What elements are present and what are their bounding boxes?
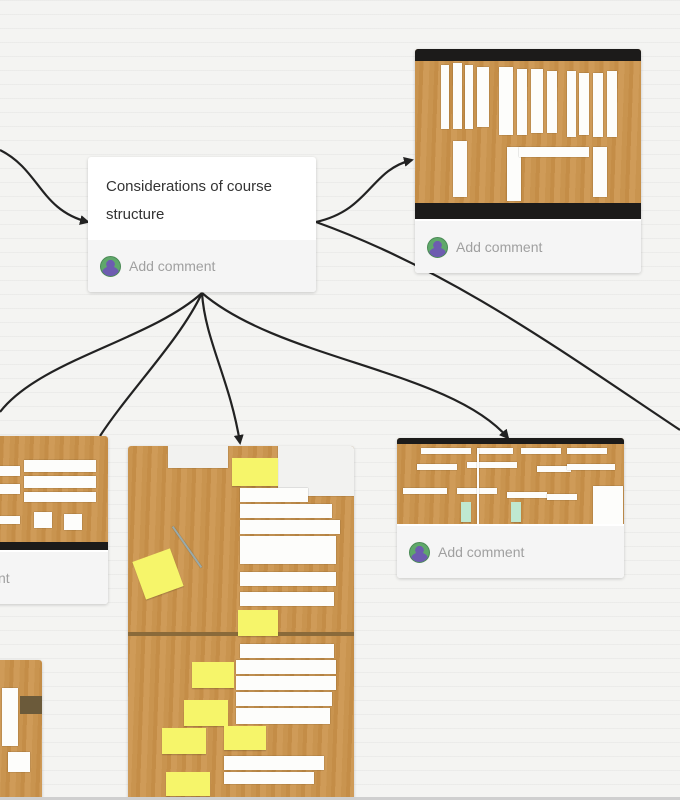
photo-table-strips (415, 49, 641, 219)
photo-table-left (0, 436, 108, 550)
card-title: Considerations of course structure (106, 178, 272, 223)
connector-from-left (0, 149, 90, 225)
connector-to-top-right (315, 156, 414, 224)
bottom-edge-bar (0, 797, 680, 800)
card-photo-wide[interactable]: Add comment (397, 438, 624, 578)
connector-down-left-2 (99, 292, 203, 437)
user-avatar-icon (409, 541, 430, 563)
connector-to-far-right (315, 220, 680, 431)
card-photo-left[interactable]: nt (0, 436, 108, 604)
connector-down-left-1 (0, 292, 203, 413)
add-comment-field[interactable]: nt (0, 552, 108, 604)
card-photo-strips-top[interactable]: Add comment (415, 49, 641, 273)
add-comment-label: Add comment (438, 544, 525, 560)
add-comment-label: Add comment (129, 258, 216, 274)
photo-table-wide (397, 438, 624, 524)
add-comment-field[interactable]: Add comment (415, 221, 641, 273)
user-avatar-icon (427, 236, 448, 258)
add-comment-field[interactable]: Add comment (88, 240, 316, 292)
photo-table-bottom-left (0, 660, 42, 800)
add-comment-label: Add comment (456, 239, 543, 255)
card-considerations[interactable]: Considerations of course structure Add c… (88, 157, 316, 292)
user-avatar-icon (100, 255, 121, 277)
add-comment-field[interactable]: Add comment (397, 526, 624, 578)
photo-table-sticky-notes (128, 446, 354, 800)
card-photo-tall[interactable] (128, 446, 354, 800)
card-photo-bottom-left[interactable] (0, 660, 42, 800)
connector-down-middle (200, 292, 244, 445)
add-comment-label: nt (0, 570, 10, 586)
connector-down-right (201, 292, 510, 440)
